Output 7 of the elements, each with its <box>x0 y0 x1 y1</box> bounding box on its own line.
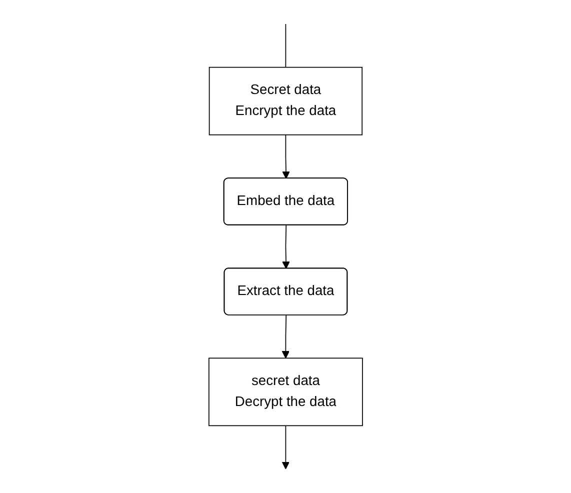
arrow <box>282 314 290 358</box>
arrow <box>282 224 290 269</box>
node-box: secret data Decrypt the data <box>208 358 363 426</box>
connector <box>285 24 286 68</box>
node-box: Secret data Encrypt the data <box>208 66 362 136</box>
arrow <box>282 425 290 470</box>
arrow <box>282 134 290 179</box>
